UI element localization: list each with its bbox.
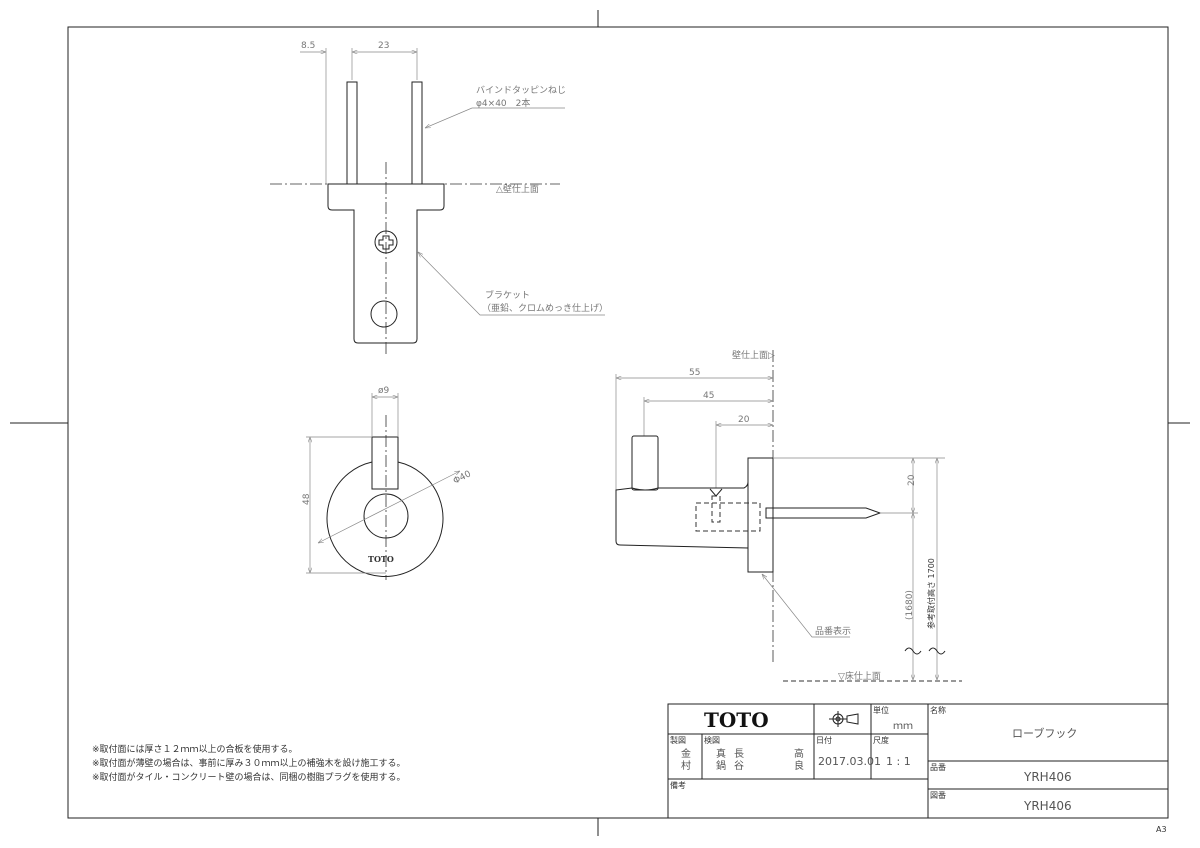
screw-head	[374, 230, 398, 254]
scale-value: 1 : 1	[886, 755, 911, 768]
sheet-border	[67, 26, 1169, 819]
remarks-label: 備考	[670, 780, 686, 790]
bracket-finish: （亜鉛、クロムめっき仕上げ）	[482, 302, 608, 314]
floor-finish-label: ▽床仕上面	[838, 670, 881, 682]
dim-1700: 参考取付高さ 1700	[926, 558, 936, 629]
hidden-bracket	[695, 502, 761, 532]
checker-name: 鍋	[716, 759, 726, 772]
checker-name: 良	[794, 759, 804, 772]
dim-20-vertical: 20	[907, 474, 917, 486]
checker-name: 真	[716, 747, 726, 760]
dim-23: 23	[378, 41, 389, 51]
checked-label: 検図	[704, 735, 720, 745]
drawn-by-2: 村	[681, 759, 691, 772]
hook-post	[631, 435, 659, 491]
dim-1680: (1680)	[905, 590, 915, 620]
side-view: 壁仕上面▷ 55 45 20 20 (1680) 参考取付高さ 1700 ▽床仕…	[615, 349, 962, 682]
dim-48: 48	[302, 493, 312, 505]
unit-label: 単位	[873, 705, 889, 715]
note-3: ※取付面がタイル・コンクリート壁の場合は、同梱の樹脂プラグを使用する。	[92, 771, 406, 783]
bracket-label: ブラケット	[485, 289, 530, 301]
top-view: △壁仕上面 8.5 23 バインドタッピンねじ φ4×40 2本 ブラケット （…	[270, 41, 608, 356]
date-label: 日付	[816, 735, 832, 745]
part-number-mark-label: 品番表示	[815, 625, 851, 637]
name-label: 名称	[930, 705, 946, 715]
hook-stem	[371, 436, 399, 490]
date-value: 2017.03.01	[818, 755, 881, 768]
product-name: ローブフック	[1012, 726, 1077, 740]
front-view: ø9 48 Φ40 TOTO	[302, 386, 473, 580]
dim-45: 45	[703, 391, 714, 401]
third-angle-projection-icon	[829, 711, 859, 727]
toto-logo: TOTO	[704, 708, 769, 732]
product-no-label: 品番	[930, 762, 946, 772]
checker-name: 谷	[734, 760, 744, 772]
wall-finish-label-side: 壁仕上面▷	[732, 349, 775, 361]
unit-value: ｍｍ	[893, 721, 913, 732]
notes: ※取付面には厚さ１２ｍｍ以上の合板を使用する。 ※取付面が薄壁の場合は、事前に厚…	[92, 743, 406, 783]
wall-finish-label: △壁仕上面	[496, 183, 539, 195]
drawn-label: 製図	[670, 735, 686, 745]
set-screw	[709, 488, 723, 497]
drawn-by-1: 金	[681, 747, 691, 760]
checker-name: 長	[734, 748, 744, 760]
product-no-value: YRH406	[1023, 770, 1072, 784]
scale-label: 尺度	[873, 735, 889, 745]
phillips-cross-icon	[378, 235, 394, 250]
sheet-size: A3	[1156, 825, 1167, 834]
hook-body	[615, 457, 774, 573]
break-mark-icon	[904, 647, 946, 655]
dim-55: 55	[689, 368, 700, 378]
dim-stem-diameter: ø9	[378, 386, 390, 396]
drawing-no-label: 図番	[930, 790, 946, 800]
tapping-screw-1	[346, 81, 358, 185]
title-block: TOTO 単位 ｍｍ 製図 金 村 検図 真 鍋 長 谷 高 良 日付 2017…	[667, 703, 1169, 819]
note-1: ※取付面には厚さ１２ｍｍ以上の合板を使用する。	[92, 743, 298, 755]
checker-name: 高	[794, 747, 804, 760]
mounting-hole	[370, 300, 398, 328]
toto-emboss: TOTO	[368, 554, 394, 564]
note-2: ※取付面が薄壁の場合は、事前に厚み３０ｍｍ以上の補強木を設け施工する。	[92, 757, 406, 769]
dim-8-5: 8.5	[301, 41, 315, 51]
dim-40: Φ40	[452, 469, 473, 486]
dim-20-horizontal: 20	[738, 415, 750, 425]
wood-screw	[765, 507, 882, 519]
center-marks	[10, 10, 1190, 836]
bracket-outline	[327, 183, 445, 344]
drawing-no-value: YRH406	[1023, 799, 1072, 813]
screw-spec: φ4×40 2本	[476, 97, 530, 109]
screw-label: バインドタッピンねじ	[476, 85, 566, 96]
tapping-screw-2	[411, 81, 423, 185]
